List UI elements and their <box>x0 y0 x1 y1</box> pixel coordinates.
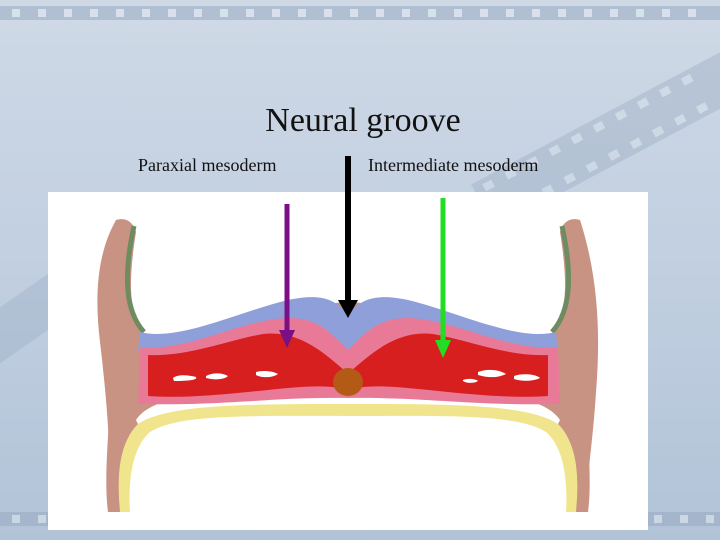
label-intermediate-mesoderm: Intermediate mesoderm <box>368 155 539 175</box>
green-ectoderm-edge-right <box>550 225 571 334</box>
cavity-left-1 <box>173 375 197 381</box>
cavity-left-2 <box>206 373 228 380</box>
green-ectoderm-edge-left <box>125 225 146 334</box>
cavity-right-2 <box>514 374 540 381</box>
neural-groove-arrow <box>338 156 358 318</box>
cavity-right-3 <box>463 378 478 383</box>
diagram-panel <box>48 192 648 530</box>
embryo-cross-section-diagram <box>97 219 599 512</box>
endoderm <box>118 404 578 512</box>
intermediate-arrow <box>435 198 451 358</box>
mesoderm-left <box>148 333 344 397</box>
paraxial-arrow <box>279 204 295 348</box>
ectoderm-bottom-right <box>558 402 590 512</box>
cavity-left-3 <box>256 370 278 378</box>
label-paraxial-mesoderm: Paraxial mesoderm <box>138 155 277 175</box>
film-strip-top <box>0 6 720 20</box>
cavity-right-1 <box>478 369 506 378</box>
slide-title: Neural groove <box>265 102 461 139</box>
neural-plate <box>138 297 558 353</box>
mesoderm-right <box>352 333 548 397</box>
notochord <box>333 368 363 396</box>
ectoderm-bottom-left <box>106 402 138 512</box>
